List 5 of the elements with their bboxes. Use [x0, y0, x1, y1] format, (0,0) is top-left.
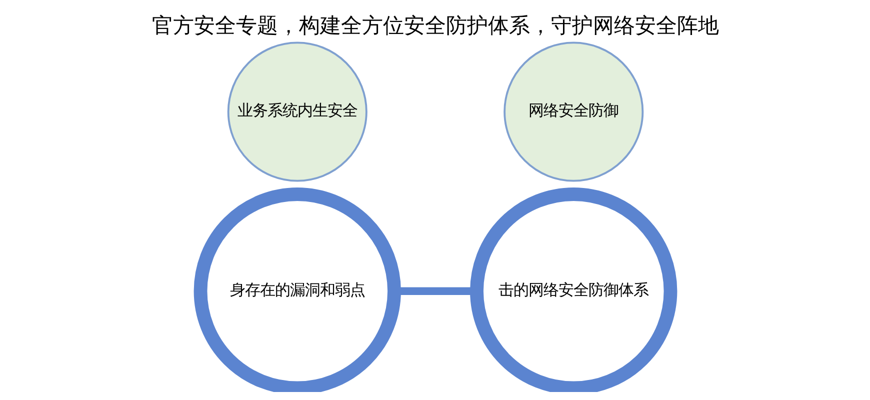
node-circle: 击的网络安全防御体系 — [470, 188, 677, 392]
node-circle: 身存在的漏洞和弱点 — [193, 188, 400, 392]
node-circle: 网络安全防御 — [503, 42, 644, 182]
diagram-title: 官方安全专题，构建全方位安全防护体系，守护网络安全阵地 — [152, 12, 718, 38]
node-circle: 业务系统内生安全 — [226, 42, 367, 182]
